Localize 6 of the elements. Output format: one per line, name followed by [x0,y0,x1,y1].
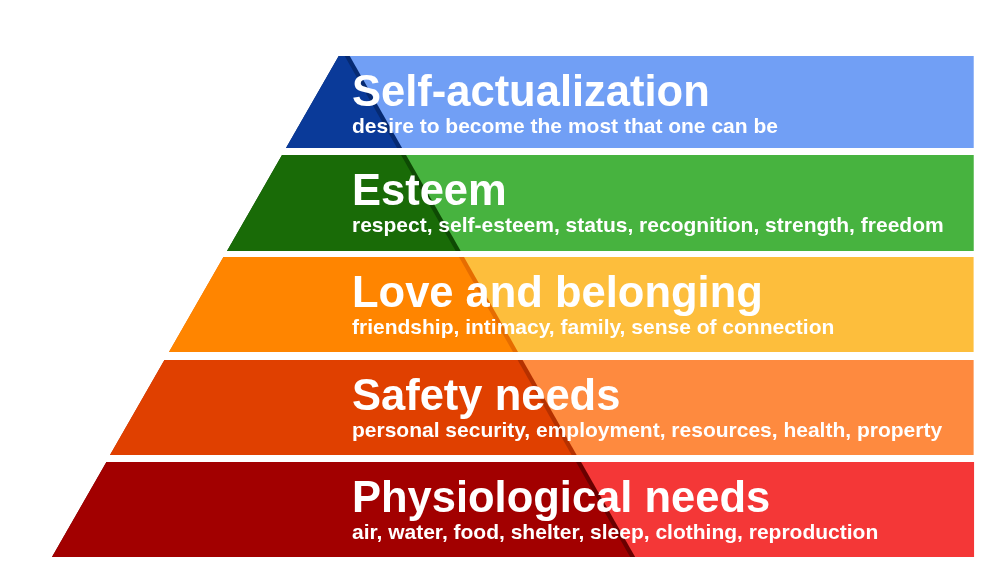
level-description: respect, self-esteem, status, recognition, strength, freedom [352,212,944,237]
level-heading: Physiological needs [352,474,771,519]
level-heading: Esteem [352,167,507,212]
level-heading: Safety needs [352,372,621,417]
level-description: desire to become the most that one can be [352,113,778,138]
level-heading: Love and belonging [352,269,763,314]
